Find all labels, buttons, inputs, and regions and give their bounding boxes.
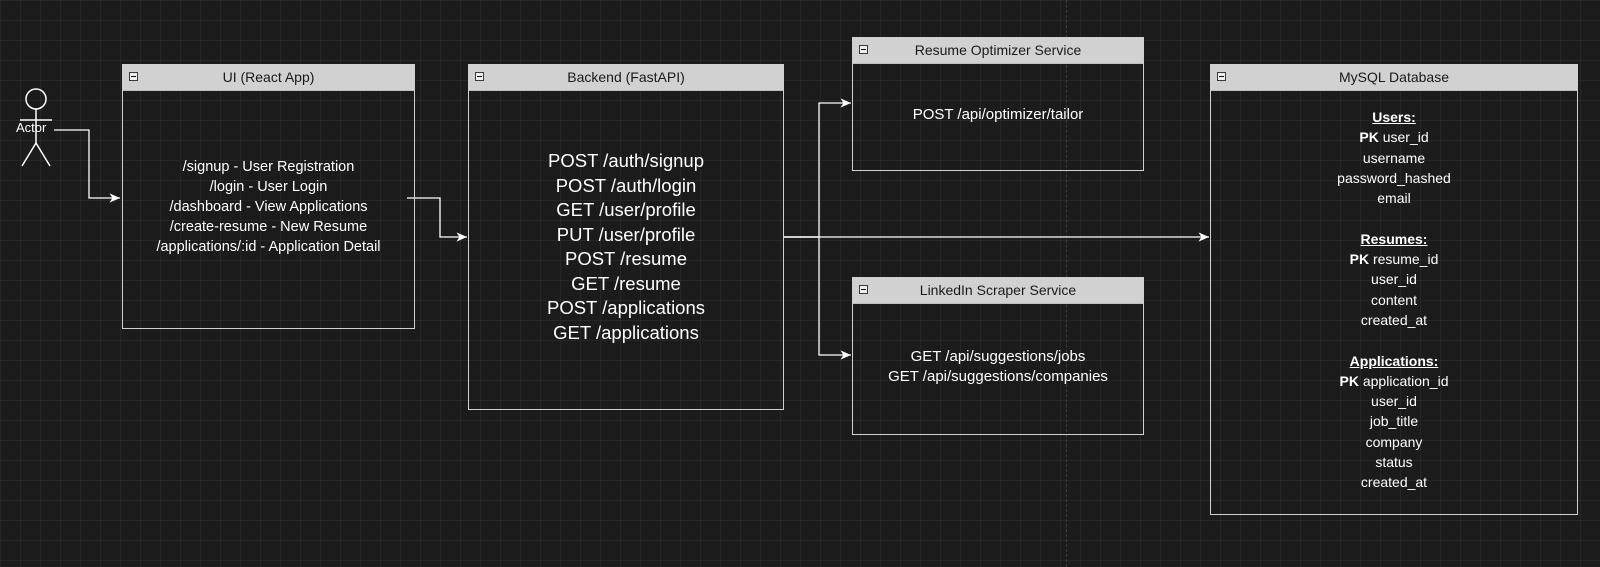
primary-key-row: PK user_id xyxy=(1211,127,1577,147)
spacer xyxy=(1211,330,1577,350)
backend-endpoint: POST /auth/signup xyxy=(548,150,704,171)
ui-route: /dashboard - View Applications xyxy=(169,199,368,215)
optimizer-endpoints-list: POST /api/optimizer/tailor xyxy=(853,105,1143,125)
table-field: content xyxy=(1371,291,1417,308)
primary-key-field: user_id xyxy=(1382,129,1429,146)
ui-routes-list: /signup - User Registration /login - Use… xyxy=(123,157,414,257)
primary-key-row: PK application_id xyxy=(1211,371,1577,391)
backend-endpoint: GET /user/profile xyxy=(556,199,696,220)
collapse-icon[interactable] xyxy=(475,72,484,81)
collapse-icon[interactable] xyxy=(129,72,138,81)
backend-fastapi-box[interactable]: Backend (FastAPI) POST /auth/signup POST… xyxy=(468,64,784,410)
table-field: job_title xyxy=(1369,413,1419,430)
database-schema: Users: PK user_id username password_hash… xyxy=(1211,107,1577,493)
ui-box-header: UI (React App) xyxy=(123,65,414,91)
ui-react-app-box[interactable]: UI (React App) /signup - User Registrati… xyxy=(122,64,415,329)
actor-label: Actor xyxy=(16,120,47,135)
collapse-icon[interactable] xyxy=(859,285,868,294)
resume-optimizer-service-box[interactable]: Resume Optimizer Service POST /api/optim… xyxy=(852,37,1144,171)
table-field: email xyxy=(1377,190,1411,207)
stick-figure-icon[interactable] xyxy=(14,86,58,168)
scraper-endpoint: GET /api/suggestions/jobs xyxy=(910,348,1086,365)
table-field: user_id xyxy=(1371,393,1417,410)
edge-ui-to-backend[interactable] xyxy=(407,197,467,242)
edge-actor-to-ui[interactable] xyxy=(54,129,120,203)
database-box-header: MySQL Database xyxy=(1211,65,1577,91)
primary-key-row: PK resume_id xyxy=(1211,249,1577,269)
table-field: status xyxy=(1375,454,1413,471)
linkedin-scraper-service-box[interactable]: LinkedIn Scraper Service GET /api/sugges… xyxy=(852,277,1144,435)
backend-endpoint: POST /auth/login xyxy=(555,174,697,196)
collapse-icon[interactable] xyxy=(859,45,868,54)
collapse-icon[interactable] xyxy=(1217,72,1226,81)
table-field: username xyxy=(1362,149,1426,166)
spacer xyxy=(1211,208,1577,228)
edge-backend-to-optimizer[interactable] xyxy=(784,98,851,238)
optimizer-endpoint: POST /api/optimizer/tailor xyxy=(912,106,1084,123)
backend-endpoint: PUT /user/profile xyxy=(556,223,696,245)
table-field: password_hashed xyxy=(1337,169,1451,186)
backend-endpoint: GET /resume xyxy=(571,272,681,294)
backend-box-header: Backend (FastAPI) xyxy=(469,65,783,91)
ui-route: /signup - User Registration xyxy=(182,159,355,175)
backend-endpoints-list: POST /auth/signup POST /auth/login GET /… xyxy=(469,149,783,345)
scraper-box-header: LinkedIn Scraper Service xyxy=(853,278,1143,304)
optimizer-box-title: Resume Optimizer Service xyxy=(914,42,1082,58)
backend-box-title: Backend (FastAPI) xyxy=(567,69,685,85)
primary-key-field: application_id xyxy=(1362,372,1449,389)
table-field: created_at xyxy=(1360,474,1428,491)
table-name-users: Users: xyxy=(1372,109,1416,125)
backend-endpoint: POST /applications xyxy=(546,297,706,318)
table-name-applications: Applications: xyxy=(1349,352,1439,369)
scraper-endpoints-list: GET /api/suggestions/jobs GET /api/sugge… xyxy=(853,347,1143,387)
backend-endpoint: GET /applications xyxy=(553,321,699,343)
table-field: created_at xyxy=(1360,311,1428,328)
pk-marker: PK xyxy=(1349,251,1370,268)
scraper-endpoint: GET /api/suggestions/companies xyxy=(888,368,1108,385)
table-field: user_id xyxy=(1371,271,1417,288)
ui-route: /applications/:id - Application Detail xyxy=(156,239,381,255)
pk-marker: PK xyxy=(1359,129,1379,146)
table-name-resumes: Resumes: xyxy=(1360,230,1428,247)
optimizer-box-header: Resume Optimizer Service xyxy=(853,38,1143,64)
ui-route: /create-resume - New Resume xyxy=(169,219,368,235)
ui-route: /login - User Login xyxy=(209,179,328,195)
mysql-database-box[interactable]: MySQL Database Users: PK user_id usernam… xyxy=(1210,64,1578,515)
backend-endpoint: POST /resume xyxy=(564,248,687,269)
pk-marker: PK xyxy=(1339,372,1359,389)
scraper-box-title: LinkedIn Scraper Service xyxy=(919,282,1077,298)
table-field: company xyxy=(1365,433,1423,450)
primary-key-field: resume_id xyxy=(1372,251,1439,268)
ui-box-title: UI (React App) xyxy=(222,69,315,85)
edge-backend-to-scraper[interactable] xyxy=(784,236,851,360)
database-box-title: MySQL Database xyxy=(1339,69,1449,85)
